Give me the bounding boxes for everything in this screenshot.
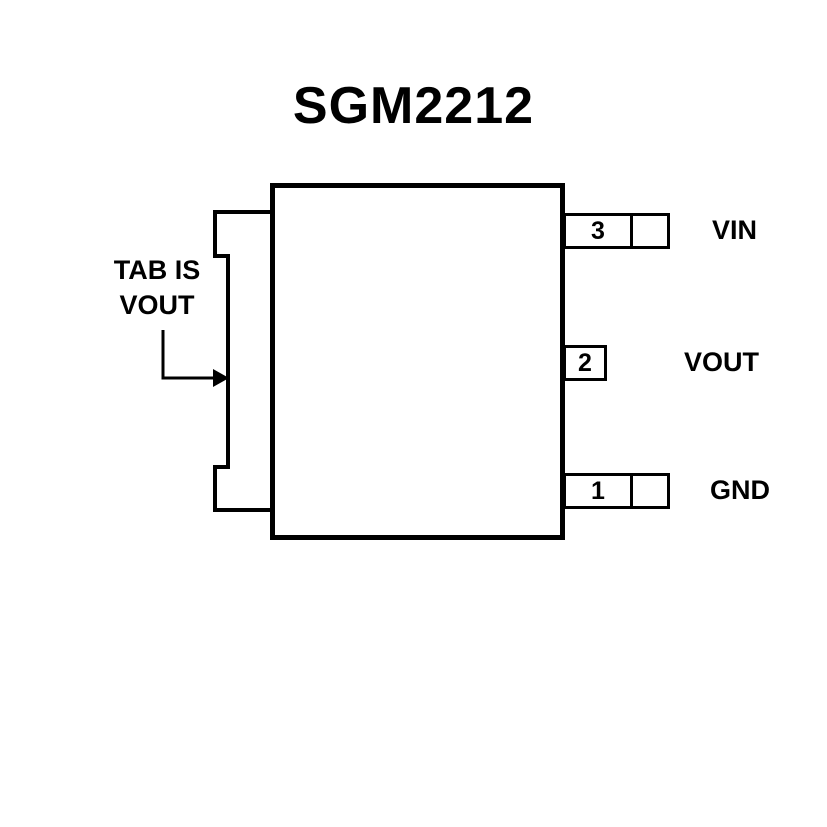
pin-1-lead-end	[630, 476, 667, 506]
pin-1-number: 1	[591, 476, 605, 505]
tab-note-line2: VOUT	[119, 290, 195, 320]
pin-3-number: 3	[591, 216, 605, 245]
tab-outline	[213, 210, 272, 512]
pin-2-number: 2	[578, 348, 592, 377]
part-number-title: SGM2212	[292, 77, 535, 135]
pin-3-label: VIN	[712, 215, 758, 245]
pin-3-lead: 3	[563, 213, 670, 249]
tab-note-line1: TAB IS	[113, 255, 201, 285]
pin-3-lead-end	[630, 216, 667, 246]
arrow-head-icon	[213, 369, 229, 387]
pin-2-lead: 2	[563, 345, 607, 381]
pin-1-lead: 1	[563, 473, 670, 509]
tab-note: TAB IS VOUT	[96, 253, 218, 323]
chip-package-body	[270, 183, 565, 540]
pin-2-label: VOUT	[684, 347, 760, 377]
arrow-line	[161, 330, 214, 380]
pin-1-label: GND	[710, 475, 770, 505]
